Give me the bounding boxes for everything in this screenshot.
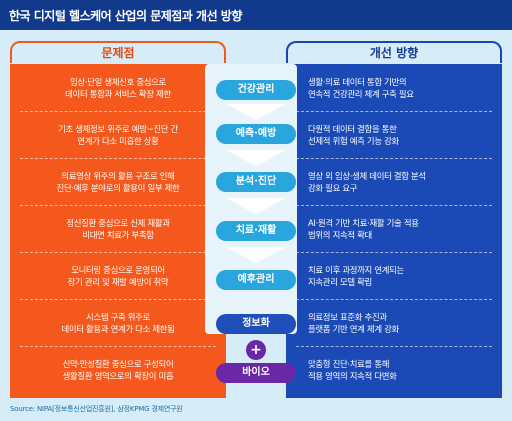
problem-item: 정신질환 중심으로 신체 재활과 비대면 치료가 부족함 <box>66 217 170 240</box>
down-arrow-icon <box>226 150 286 166</box>
divider <box>296 346 492 347</box>
informatization-pill: 정보화 <box>216 314 296 334</box>
divider <box>296 205 492 206</box>
page-title: 한국 디지털 헬스케어 산업의 문제점과 개선 방향 <box>9 9 242 23</box>
divider <box>20 158 216 159</box>
divider <box>296 111 492 112</box>
divider <box>20 346 216 347</box>
problem-item: 모니터링 중심으로 운영되어 장기 관리 및 재발 예방이 취약 <box>67 264 169 287</box>
divider <box>296 299 492 300</box>
improvement-item: 치료 이후 과정까지 연계되는 지속관리 모델 확립 <box>308 264 404 287</box>
problem-item: 의료영상 위주의 활용 구조로 인해 진단·예후 분야로의 활용이 일부 제한 <box>56 170 180 193</box>
problem-item: 시스템 구축 위주로 데이터 활용과 연계가 다소 제한됨 <box>61 311 175 334</box>
divider <box>296 158 492 159</box>
divider <box>20 299 216 300</box>
improvement-item: 의료정보 표준화 추진과 플랫폼 기반 연계 체계 강화 <box>308 311 399 334</box>
step-prediction-prevention: 예측·예방 <box>216 124 296 144</box>
improvement-item: AI·원격 기반 치료·재활 기술 적용 범위의 지속적 확대 <box>308 217 419 240</box>
step-health-management: 건강관리 <box>216 80 296 100</box>
problem-item: 기초 생체정보 위주로 예방~진단 간 연계가 다소 미흡한 상황 <box>58 123 178 146</box>
down-arrow-icon <box>226 104 286 120</box>
step-treatment-rehab: 치료·재활 <box>216 221 296 241</box>
step-analysis-diagnosis: 분석·진단 <box>216 172 296 192</box>
divider <box>296 252 492 253</box>
improvement-item: 맞춤형 진단·치료를 통해 적용 영역의 지속적 다변화 <box>308 358 397 381</box>
improvements-panel: 생활·의료 데이터 통합 기반의 연속적 건강관리 체계 구축 필요 다원적 데… <box>286 64 502 398</box>
down-arrow-icon <box>226 198 286 214</box>
improvement-item: 생활·의료 데이터 통합 기반의 연속적 건강관리 체계 구축 필요 <box>308 76 414 99</box>
improvement-item: 영상 외 임상·생체 데이터 결합 분석 강화 필요 요구 <box>308 170 426 193</box>
source-note: Source: NIPA[정보통신산업진흥원], 삼정KPMG 경제연구원 <box>10 405 183 413</box>
problem-item: 임상·단일 생체신호 중심으로 데이터 통합과 서비스 확장 제한 <box>65 76 171 99</box>
title-bar: 한국 디지털 헬스케어 산업의 문제점과 개선 방향 <box>0 0 512 30</box>
bio-pill: 바이오 <box>216 363 296 383</box>
problems-header: 문제점 <box>10 41 226 63</box>
divider <box>20 252 216 253</box>
step-prognosis-management: 예후관리 <box>216 270 296 290</box>
divider <box>20 205 216 206</box>
problem-item: 신약·만성질환 중심으로 구성되어 생활질환 영역으로의 확장이 미흡 <box>62 358 174 381</box>
improvements-header: 개선 방향 <box>286 41 502 63</box>
improvement-item: 다원적 데이터 결합을 통한 선제적 위험 예측 기능 강화 <box>308 123 399 146</box>
problems-panel: 임상·단일 생체신호 중심으로 데이터 통합과 서비스 확장 제한 기초 생체정… <box>10 64 226 398</box>
down-arrow-icon <box>226 247 286 263</box>
divider <box>20 111 216 112</box>
plus-icon: + <box>246 340 266 360</box>
